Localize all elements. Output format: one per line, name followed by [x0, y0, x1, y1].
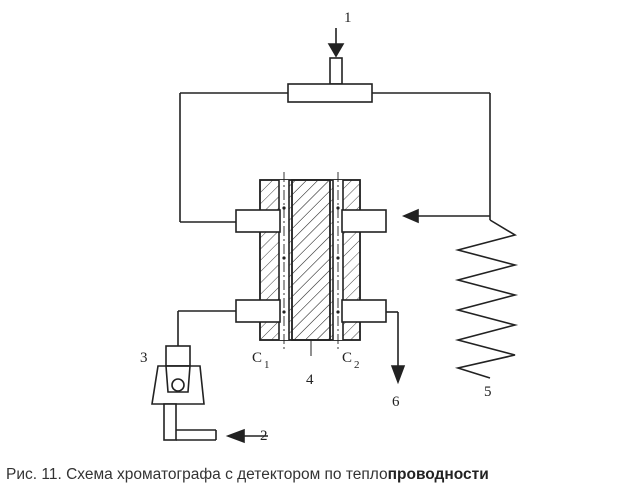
inlet-arrow-1: [327, 28, 345, 58]
label-3: 3: [140, 350, 148, 366]
label-c2-sub: 2: [354, 359, 360, 371]
inlet-arrow-2: [225, 428, 268, 444]
caption-bold: проводности: [387, 466, 489, 483]
label-c2: C: [342, 350, 352, 366]
label-2: 2: [260, 428, 268, 444]
heating-coil: [454, 219, 519, 379]
figure-caption: Рис. 11. Схема хроматографа с детектором…: [6, 466, 614, 484]
label-1: 1: [344, 10, 352, 26]
detector-block: [259, 172, 361, 356]
cell-dots: [282, 206, 340, 314]
label-c1: C: [252, 350, 262, 366]
outlet-arrow-6: [386, 311, 406, 385]
label-4: 4: [306, 372, 314, 388]
valve: [151, 345, 217, 441]
ports: [235, 209, 387, 323]
coil-to-detector-arrow: [401, 208, 490, 224]
label-5: 5: [484, 384, 492, 400]
tee-connector: [287, 57, 373, 103]
label-c1-sub: 1: [264, 359, 270, 371]
label-6: 6: [392, 394, 400, 410]
caption-prefix: Рис. 11. Схема хроматографа с детектором…: [6, 466, 388, 483]
